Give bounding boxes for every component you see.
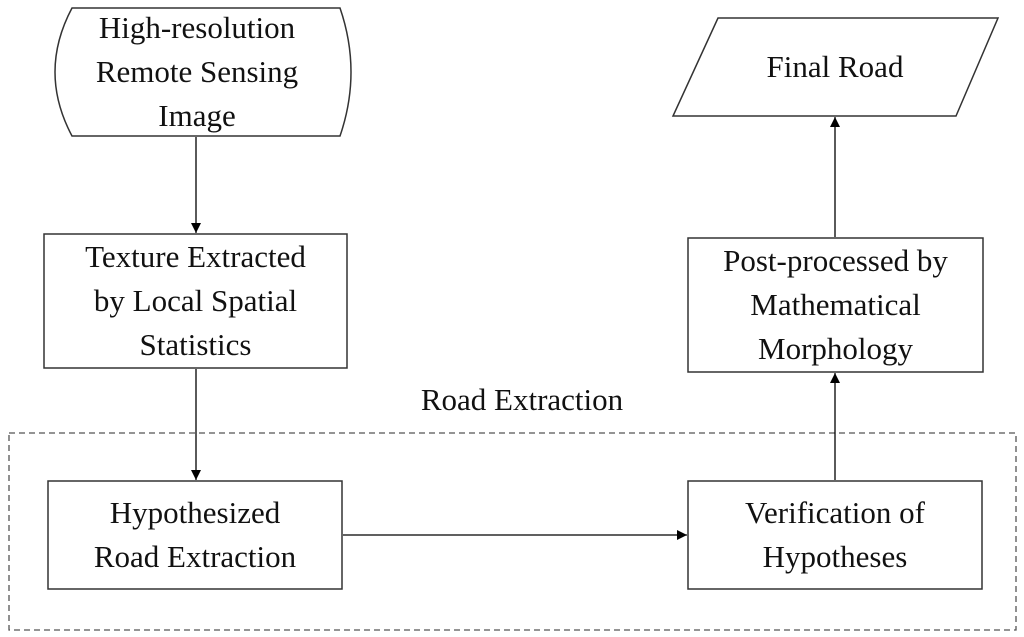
final-road-parallelogram <box>671 17 1000 117</box>
texture-extraction-box <box>43 233 348 369</box>
stored-data-shape <box>54 7 352 137</box>
post-processing-box <box>687 237 984 373</box>
hypothesized-road-box <box>47 480 343 590</box>
road-extraction-group-border <box>8 432 1017 631</box>
verification-box <box>687 480 983 590</box>
